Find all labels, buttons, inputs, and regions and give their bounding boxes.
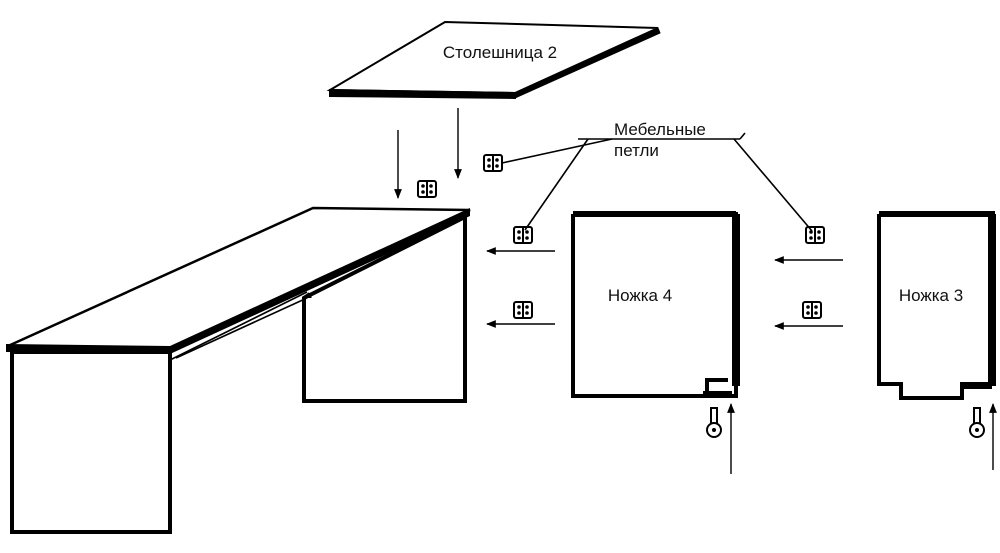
hinge-icon bbox=[417, 180, 437, 198]
leg-4 bbox=[571, 211, 740, 398]
leg4-label: Ножка 4 bbox=[608, 286, 672, 305]
hinge-icon bbox=[513, 226, 533, 244]
caster-wheel-icon bbox=[706, 407, 722, 438]
hinge-icon bbox=[483, 154, 503, 172]
hinge-leader-lines bbox=[501, 132, 813, 232]
caster-wheel-icon bbox=[969, 407, 985, 438]
hinges-label-line2: петли bbox=[614, 141, 659, 160]
hinge-icon bbox=[513, 301, 533, 319]
leg-3 bbox=[877, 211, 996, 400]
hinges-label-line1: Мебельные bbox=[614, 120, 706, 139]
hinge-icon bbox=[805, 226, 825, 244]
tabletop-2 bbox=[326, 20, 661, 100]
leg3-label: Ножка 3 bbox=[899, 286, 963, 305]
hinge-icon bbox=[802, 301, 822, 319]
desk-assembled bbox=[6, 206, 471, 534]
tabletop-label: Столешница 2 bbox=[443, 43, 557, 62]
